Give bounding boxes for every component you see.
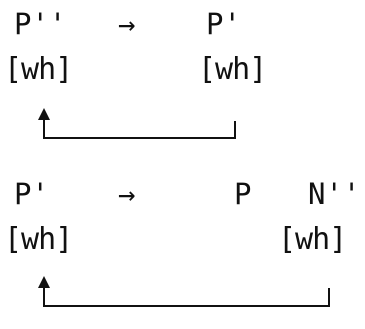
rule2-right-feature: [wh] <box>278 222 347 257</box>
rule2-left-category: P' <box>14 177 49 211</box>
rule1-right-feature: [wh] <box>198 52 267 87</box>
rule2-left-feature: [wh] <box>4 222 73 257</box>
rule1-right-category: P' <box>206 7 241 41</box>
rule1-arrow: → <box>118 7 136 41</box>
rule1-arrowhead-icon <box>38 108 50 120</box>
rule1-left-feature: [wh] <box>4 52 73 87</box>
rule1-link-line <box>43 117 236 139</box>
rule2-arrow: → <box>118 177 136 211</box>
rule2-link-line <box>43 285 330 307</box>
rule2-arrowhead-icon <box>38 276 50 288</box>
rule2-middle-category: P <box>234 177 252 211</box>
rule2-right-category: N'' <box>308 177 361 211</box>
rule1-left-category: P'' <box>14 7 67 41</box>
